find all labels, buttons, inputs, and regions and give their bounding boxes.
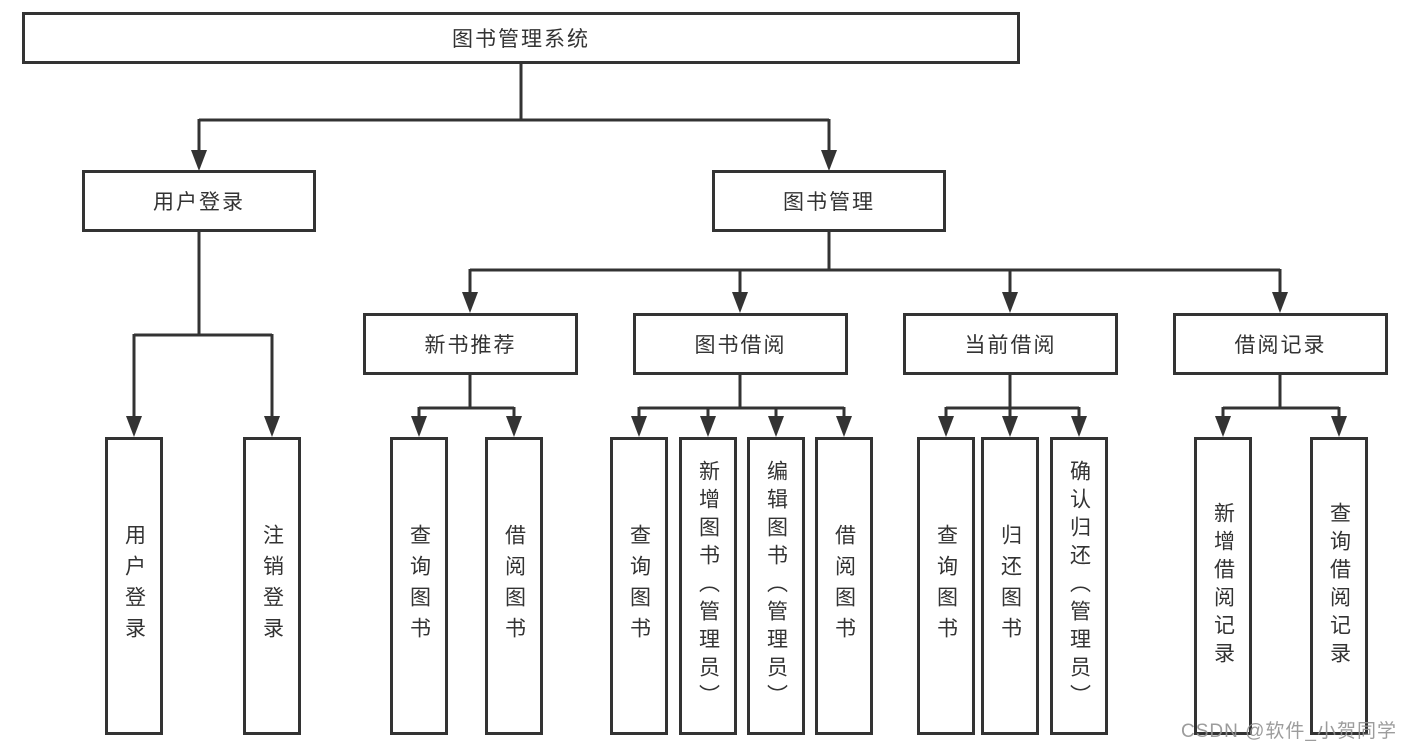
leaf-query-books-current: 查询图书 bbox=[917, 437, 975, 735]
arrowhead-icons bbox=[126, 150, 1347, 437]
node-label: 新书推荐 bbox=[424, 334, 517, 357]
node-book-management: 图书管理 bbox=[712, 170, 946, 232]
leaf-logout: 注销登录 bbox=[243, 437, 301, 735]
leaf-confirm-return-admin: 确认归还（管理员） bbox=[1050, 437, 1108, 735]
node-label: 图书管理 bbox=[783, 191, 875, 214]
leaf-borrow-books: 借阅图书 bbox=[815, 437, 873, 735]
leaf-query-books-recommend: 查询图书 bbox=[390, 437, 448, 735]
node-current-borrowing: 当前借阅 bbox=[903, 313, 1118, 375]
leaf-user-login: 用户登录 bbox=[105, 437, 163, 735]
node-label: 查询图书 bbox=[627, 524, 651, 648]
node-label: 当前借阅 bbox=[964, 334, 1057, 357]
node-label: 归还图书 bbox=[998, 524, 1022, 648]
node-label: 图书借阅 bbox=[694, 334, 787, 357]
node-label: 注销登录 bbox=[260, 524, 284, 648]
node-new-book-recommend: 新书推荐 bbox=[363, 313, 578, 375]
leaf-return-books: 归还图书 bbox=[981, 437, 1039, 735]
csdn-watermark: CSDN @软件_小贺同学 bbox=[1181, 721, 1397, 742]
node-book-borrowing: 图书借阅 bbox=[633, 313, 848, 375]
node-label: 查询借阅记录 bbox=[1327, 502, 1351, 670]
node-library-management-system: 图书管理系统 bbox=[22, 12, 1020, 64]
leaf-query-borrow-record: 查询借阅记录 bbox=[1310, 437, 1368, 735]
node-label: 新增借阅记录 bbox=[1211, 502, 1235, 670]
node-label: 图书管理系统 bbox=[452, 28, 590, 51]
leaf-borrow-books-recommend: 借阅图书 bbox=[485, 437, 543, 735]
node-label: 借阅图书 bbox=[502, 524, 526, 648]
node-label: 用户登录 bbox=[122, 524, 146, 648]
node-label: 用户登录 bbox=[153, 191, 245, 214]
node-label: 编辑图书（管理员） bbox=[764, 460, 788, 712]
leaf-query-books-borrowing: 查询图书 bbox=[610, 437, 668, 735]
node-label: 查询图书 bbox=[407, 524, 431, 648]
node-label: 借阅图书 bbox=[832, 524, 856, 648]
node-borrowing-records: 借阅记录 bbox=[1173, 313, 1388, 375]
leaf-add-borrow-record: 新增借阅记录 bbox=[1194, 437, 1252, 735]
leaf-add-books-admin: 新增图书（管理员） bbox=[679, 437, 737, 735]
node-label: 确认归还（管理员） bbox=[1067, 460, 1091, 712]
leaf-edit-books-admin: 编辑图书（管理员） bbox=[747, 437, 805, 735]
node-label: 新增图书（管理员） bbox=[696, 460, 720, 712]
node-label: 借阅记录 bbox=[1234, 334, 1327, 357]
node-user-login: 用户登录 bbox=[82, 170, 316, 232]
node-label: 查询图书 bbox=[934, 524, 958, 648]
